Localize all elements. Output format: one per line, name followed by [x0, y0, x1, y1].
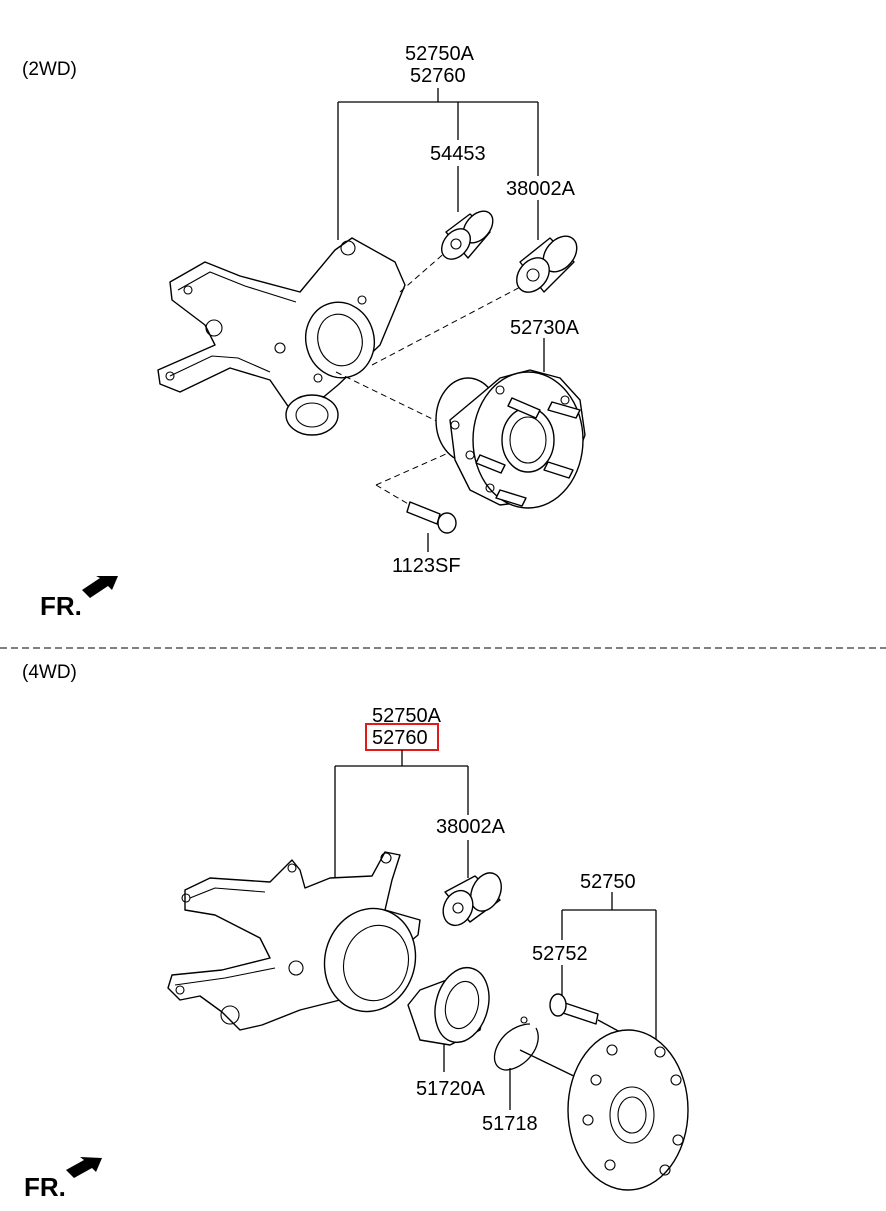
part-label-52760-top[interactable]: 52760: [410, 65, 466, 87]
part-label-51720a[interactable]: 51720A: [416, 1078, 486, 1100]
assembly-lines-top: [335, 249, 527, 506]
bushing-38002a-bottom-drawing: [442, 872, 502, 927]
section-label-2wd: (2WD): [22, 59, 77, 80]
part-label-38002a-top[interactable]: 38002A: [506, 178, 576, 200]
leader-bracket-top: [337, 88, 545, 552]
hub-52750-drawing: [567, 1029, 689, 1191]
bushing-38002a-top-drawing: [516, 235, 578, 293]
part-label-52752[interactable]: 52752: [532, 943, 588, 965]
part-label-51718[interactable]: 51718: [482, 1113, 538, 1135]
bearing-51720a-drawing: [407, 966, 490, 1046]
bolt-1123sf-drawing: [406, 501, 457, 534]
section-label-4wd: (4WD): [22, 662, 77, 683]
part-label-1123sf[interactable]: 1123SF: [392, 555, 461, 577]
front-marker-top: FR.: [40, 591, 82, 621]
part-label-54453[interactable]: 54453: [430, 143, 486, 165]
bushing-54453-drawing: [441, 210, 494, 260]
part-label-52750[interactable]: 52750: [580, 871, 636, 893]
part-label-38002a-bottom[interactable]: 38002A: [436, 816, 506, 838]
leader-bracket-bottom: [334, 750, 657, 1110]
hub-52730a-drawing: [435, 369, 586, 509]
knuckle-4wd-drawing: [167, 851, 421, 1031]
wheel-studs: [475, 397, 581, 507]
part-label-52750a-top[interactable]: 52750A: [405, 43, 475, 65]
section-2wd: (2WD) 52750A 52760 54453 38002A 52730A 1…: [22, 43, 586, 621]
front-arrow-icon-bottom: [66, 1157, 102, 1178]
hub-bolt-52752-drawing: [549, 993, 599, 1025]
front-arrow-icon-top: [82, 576, 118, 598]
front-marker-bottom: FR.: [24, 1172, 66, 1202]
part-label-52730a[interactable]: 52730A: [510, 317, 580, 339]
section-4wd: (4WD) 52750A 52760 38002A 52750 52752 51…: [22, 662, 689, 1202]
snap-ring-51718-drawing: [493, 1016, 539, 1071]
knuckle-2wd-drawing: [157, 237, 406, 436]
part-label-52750a-bottom[interactable]: 52750A: [372, 705, 442, 727]
part-label-52760-bottom[interactable]: 52760: [372, 727, 428, 749]
